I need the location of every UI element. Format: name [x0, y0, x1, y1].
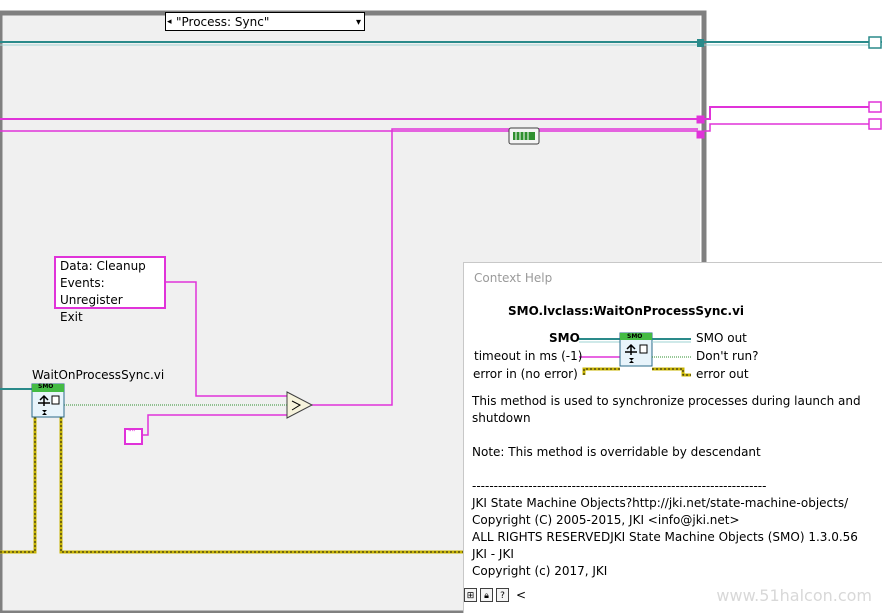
context-help-info-line-3: ALL RIGHTS RESERVEDJKI State Machine Obj… [472, 530, 858, 544]
case-selector-label: "Process: Sync" [176, 15, 270, 29]
context-help-info-line-5: Copyright (c) 2017, JKI [472, 564, 608, 578]
terminal-dont-run: Don't run? [696, 349, 759, 363]
empty-string-label: "" [128, 428, 136, 437]
context-help-note: Note: This method is overridable by desc… [472, 445, 761, 459]
pink-wire-upper[interactable] [0, 101, 882, 139]
connector-pane-diagram [579, 332, 691, 377]
array-constant-node[interactable] [508, 127, 540, 145]
pink-wire-main[interactable] [142, 128, 698, 436]
string-constant-line-3: Exit [60, 310, 83, 324]
context-help-info-line-2: Copyright (C) 2005-2015, JKI <info@jki.n… [472, 513, 740, 527]
context-help-info-line-4: JKI - JKI [472, 547, 514, 561]
context-help-window[interactable]: Context Help SMO.lvclass:WaitOnProcessSy… [463, 262, 882, 613]
string-constant-line-2: Events: Unregister [60, 276, 123, 307]
show-optional-terminals-icon[interactable]: ⊞ [464, 588, 477, 602]
waitonprocesssync-node[interactable] [31, 383, 65, 418]
context-help-info-line-1: JKI State Machine Objects?http://jki.net… [472, 496, 849, 510]
lock-icon[interactable]: 🔒︎ [480, 588, 493, 602]
context-help-separator: ----------------------------------------… [472, 479, 767, 493]
context-help-title: Context Help [474, 271, 553, 285]
terminal-timeout: timeout in ms (-1) [474, 349, 583, 363]
terminal-error-out: error out [696, 367, 749, 381]
vi-node-label: WaitOnProcessSync.vi [32, 368, 165, 382]
context-help-vi-name: SMO.lvclass:WaitOnProcessSync.vi [508, 304, 745, 318]
empty-string-constant[interactable] [124, 428, 143, 445]
context-help-description: This method is used to synchronize proce… [472, 394, 861, 425]
terminal-error-in: error in (no error) [473, 367, 578, 381]
detailed-help-icon[interactable]: ? [496, 588, 509, 602]
vi-node-banner: SMO [38, 383, 54, 390]
teal-wire[interactable] [0, 36, 882, 49]
collapse-button[interactable]: < [516, 588, 527, 602]
string-constant[interactable]: Data: Cleanup Events: Unregister Exit [54, 256, 166, 324]
case-dropdown-arrow[interactable]: ▾ [355, 17, 361, 28]
terminal-smo-out: SMO out [696, 331, 747, 345]
watermark: www.51halcon.com [716, 586, 872, 605]
case-decrement-arrow[interactable]: ◂ [167, 17, 172, 27]
terminal-smo-in: SMO [549, 331, 580, 345]
context-help-toolbar: ⊞ 🔒︎ ? < [464, 586, 534, 605]
string-constant-line-1: Data: Cleanup [60, 259, 146, 273]
connector-pane-banner: SMO [627, 333, 643, 340]
case-selector[interactable]: ◂ "Process: Sync" ▾ [165, 12, 365, 31]
